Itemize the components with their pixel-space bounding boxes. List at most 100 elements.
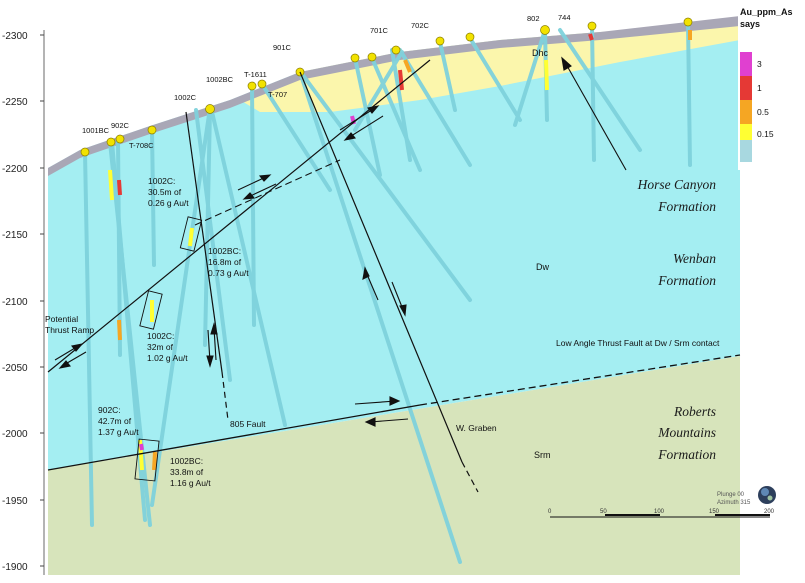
drillhole-trace (210, 110, 287, 427)
elevation-label: -2250 (2, 97, 28, 108)
drillhole-trace (370, 56, 422, 172)
collar-marker (257, 79, 267, 89)
legend-swatch (740, 124, 752, 140)
hole-label: 1002BC (206, 75, 234, 84)
assay-interval (544, 59, 549, 91)
movement-arrow (242, 183, 277, 200)
azimuth-readout: Azimuth 315 (717, 500, 751, 506)
hole-label: 744 (558, 13, 571, 22)
drillhole-trace (203, 108, 212, 347)
hole-label: 1002C (174, 93, 197, 102)
thrust-ramp-label: Potential (45, 314, 78, 324)
plunge-readout: Plunge 00 (717, 492, 745, 498)
elevation-label: -2050 (2, 363, 28, 374)
collar-marker (205, 104, 215, 114)
thrust-ramp-fault (47, 59, 431, 373)
drillhole-trace (260, 82, 332, 192)
drillhole-trace (686, 20, 692, 167)
legend-swatch (740, 52, 752, 76)
movement-arrow (206, 329, 214, 368)
hole-label: T-708C (129, 141, 154, 150)
topography-surface (48, 16, 740, 176)
intercept-line: 0.26 g Au/t (148, 198, 189, 208)
movement-arrow (58, 351, 87, 369)
movement-arrow (362, 266, 379, 301)
drillhole-trace (150, 128, 156, 267)
scale-bar: 0 50 100 150 200 (548, 509, 775, 518)
elevation-tick: -2100 (2, 297, 44, 308)
low-angle-thrust-label: Low Angle Thrust Fault at Dw / Srm conta… (556, 338, 720, 348)
scale-label: 100 (654, 509, 665, 515)
drillholes (83, 20, 692, 564)
graben-label: W. Graben (456, 423, 497, 433)
movement-arrow (391, 281, 407, 317)
collar-marker (465, 32, 475, 42)
elevation-tick: -2250 (2, 97, 44, 108)
intercept-line: 30.5m of (148, 187, 182, 197)
intercept-line: 902C: (98, 405, 121, 415)
graben-fault (299, 71, 463, 463)
formation-name: Formation (657, 273, 716, 288)
collar-marker (367, 52, 377, 62)
intercept-box (134, 438, 160, 482)
intercept-line: 1002BC: (170, 456, 203, 466)
hole-label: 901C (273, 43, 292, 52)
elevation-tick: -2050 (2, 363, 44, 374)
intercept-line: 1.16 g Au/t (170, 478, 211, 488)
drillhole-trace (590, 24, 596, 162)
elevation-tick: -2200 (2, 164, 44, 175)
movement-arrow (54, 343, 84, 361)
hole-label: 701C (370, 26, 389, 35)
intercept-line: 1002C: (147, 331, 174, 341)
unit-code-dw: Dw (536, 262, 549, 272)
elevation-label: -2150 (2, 230, 28, 241)
collar-marker (80, 147, 90, 157)
collar-marker (540, 25, 550, 35)
assay-interval (188, 227, 194, 247)
unit-code-dhc: Dhc (532, 48, 549, 58)
scale-label: 50 (600, 509, 607, 515)
intercept-line: 32m of (147, 342, 174, 352)
legend-label: 1 (757, 83, 762, 93)
roberts-mountains-formation-zone (48, 356, 740, 575)
collar-marker (147, 125, 157, 135)
intercept-box (139, 290, 163, 330)
drillhole-trace (558, 28, 642, 152)
drillhole-trace (513, 28, 547, 127)
collar-marker (247, 81, 257, 91)
assay-interval (403, 59, 412, 73)
drillhole-trace (300, 72, 472, 302)
formation-pointer-arrow (561, 56, 627, 171)
elevation-label: -1900 (2, 562, 28, 573)
hole-label: 1001BC (82, 126, 110, 135)
intercept-annotation: 1002C: 32m of 1.02 g Au/t (147, 331, 188, 363)
drillhole-trace (150, 106, 212, 507)
fault-805 (185, 111, 223, 373)
low-angle-thrust-fault (47, 404, 421, 471)
assay-legend: Au_ppm_As says 3 1 0.5 0.15 (738, 0, 805, 170)
elevation-tick: -1900 (2, 562, 44, 573)
intercept-line: 1.37 g Au/t (98, 427, 139, 437)
hole-labels: 1001BC 902C T-708C 1002C 1002BC T-1611 T… (82, 13, 571, 150)
drillhole-trace (390, 48, 412, 162)
intercept-annotation: 902C: 42.7m of 1.37 g Au/t (98, 405, 139, 437)
assay-intervals (108, 30, 692, 471)
collar-marker (683, 17, 693, 27)
orientation-globe-icon (758, 486, 776, 504)
intercept-line: 1002C: (148, 176, 175, 186)
legend-label: 0.5 (757, 107, 769, 117)
scale-label: 150 (709, 509, 720, 515)
intercept-line: 33.8m of (170, 467, 204, 477)
legend-label: 3 (757, 59, 762, 69)
intercept-line: 1.02 g Au/t (147, 353, 188, 363)
legend-swatch (740, 100, 752, 124)
collar-marker (350, 53, 360, 63)
formation-name: Mountains (657, 425, 716, 440)
fault-splay (194, 159, 341, 226)
elevation-label: -2000 (2, 429, 28, 440)
intercept-annotation: 1002BC: 33.8m of 1.16 g Au/t (170, 456, 211, 488)
unit-code-srm: Srm (534, 450, 551, 460)
wenban-formation-zone (48, 30, 740, 470)
drillhole-trace (438, 40, 457, 112)
elevation-tick: -1950 (2, 496, 44, 507)
